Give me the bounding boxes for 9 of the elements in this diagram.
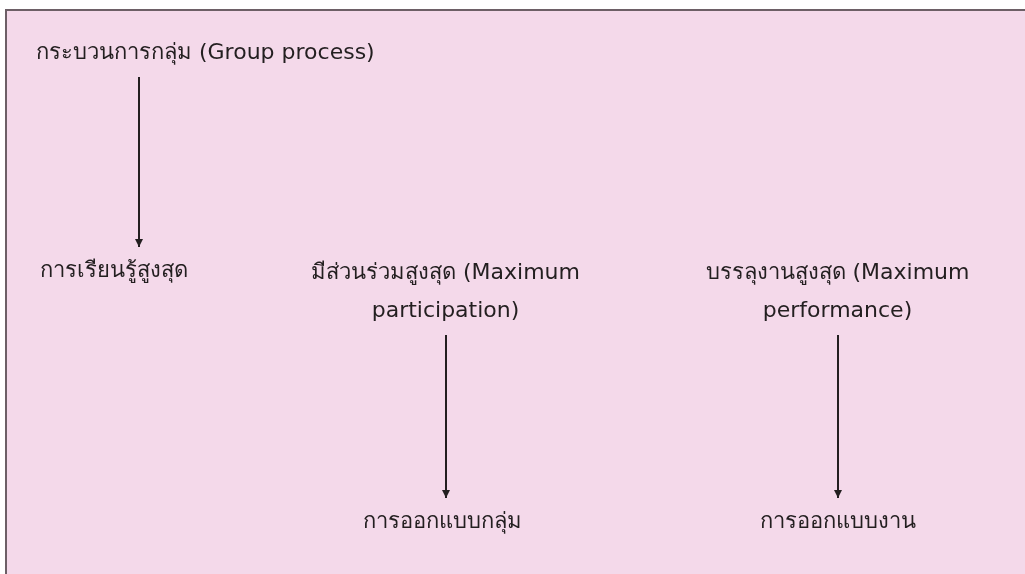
node-text: การออกแบบงาน [758,507,917,535]
arrow [834,334,842,499]
node-text: การเรียนรู้สูงสุด [40,256,189,285]
node-text: กระบวนการกลุ่ม (Group process) [36,38,376,67]
arrow [442,334,450,499]
node-text: การออกแบบกลุ่ม [362,507,523,536]
node-text: บรรลุงานสูงสุด (Maximum performance) [704,258,971,324]
node-text: มีส่วนร่วมสูงสุด (Maximum participation) [310,258,581,324]
arrow [135,76,143,248]
